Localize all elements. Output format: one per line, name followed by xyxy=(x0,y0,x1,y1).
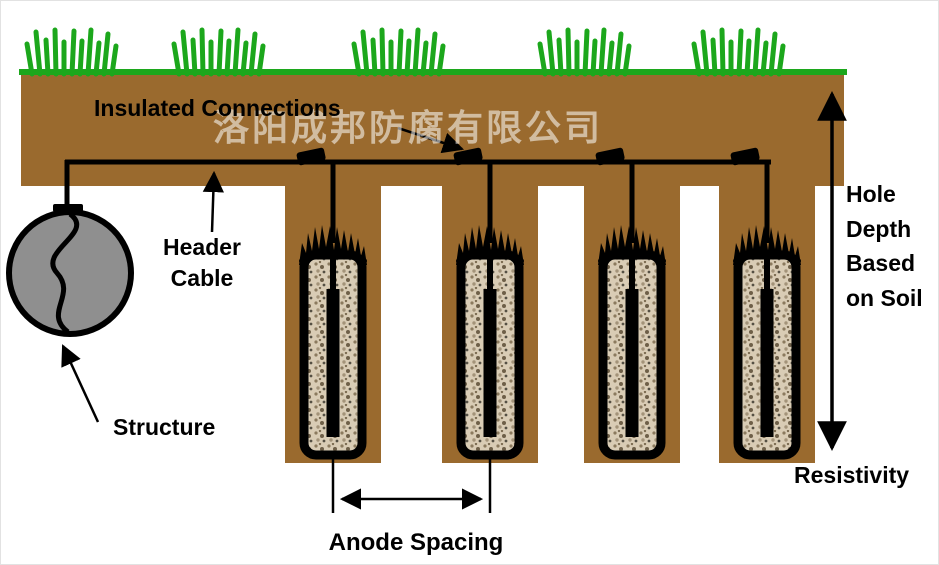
insulated-connection-1 xyxy=(296,147,326,166)
header-cable-label-line2: Cable xyxy=(170,265,234,292)
hole-depth-label-line1: Hole xyxy=(846,181,896,207)
header-cable-label: Header Cable xyxy=(151,232,253,294)
grass-tufts xyxy=(27,30,783,74)
anode-rod-1 xyxy=(326,289,340,437)
structure-label: Structure xyxy=(113,414,216,440)
insulated-connection-4 xyxy=(730,147,760,166)
hole-depth-label-line2: Depth xyxy=(846,215,912,242)
hole-depth-label: Hole Depth Based on Soil xyxy=(846,177,938,315)
anode-rod-3 xyxy=(625,289,639,437)
anode-assembly-4 xyxy=(730,147,801,460)
header-cable-arrow xyxy=(202,170,224,233)
hole-depth-label-line3: Based xyxy=(846,250,916,276)
insulated-connections-label: Insulated Connections xyxy=(94,95,341,121)
structure-arrow xyxy=(61,344,100,423)
hole-depth-label-line4: on Soil xyxy=(846,284,923,311)
insulated-connection-3 xyxy=(595,147,625,166)
resistivity-label: Resistivity xyxy=(794,462,910,488)
watermark-text: 洛阳成邦防腐有限公司 xyxy=(213,107,604,148)
insulated-connections-arrow xyxy=(397,126,465,154)
anode-assembly-2 xyxy=(453,147,524,460)
structure-symbol xyxy=(6,209,134,337)
anode-rod-2 xyxy=(483,289,497,437)
anode-rod-4 xyxy=(760,289,774,437)
header-cable-label-line1: Header xyxy=(163,234,241,260)
anode-assembly-3 xyxy=(595,147,666,460)
anode-assembly-1 xyxy=(296,147,367,460)
anode-spacing-dimension xyxy=(331,459,492,513)
anode-spacing-label: Anode Spacing xyxy=(328,529,504,556)
